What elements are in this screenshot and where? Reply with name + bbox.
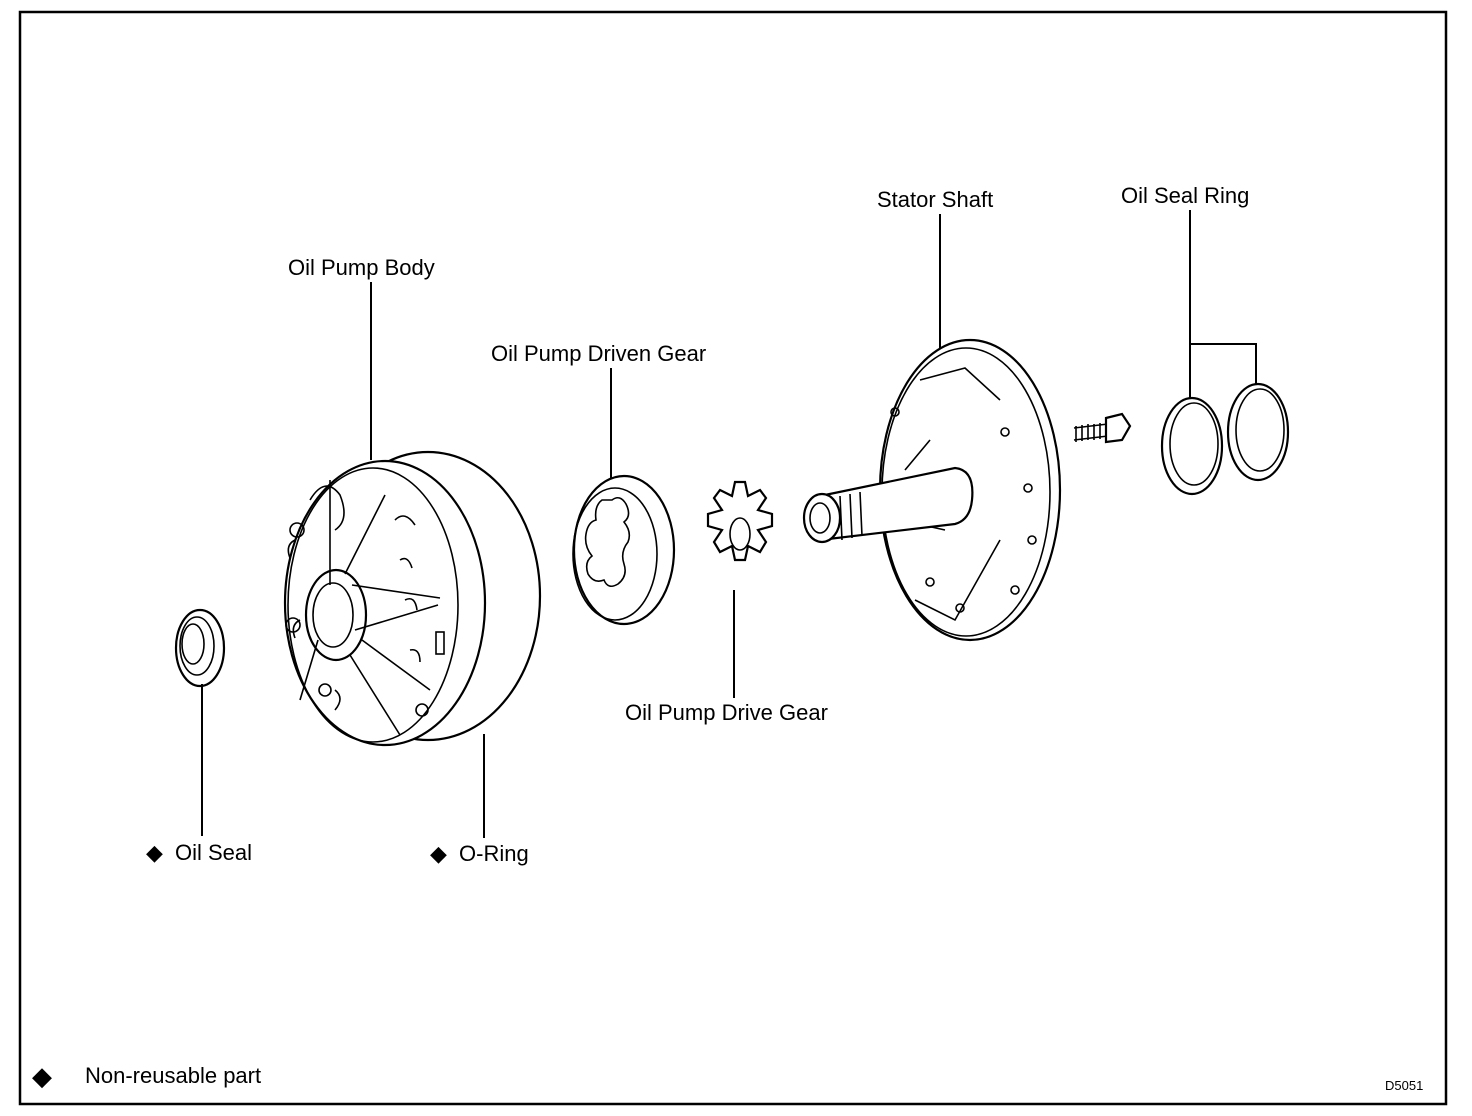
stator-shaft-part	[802, 338, 1062, 642]
non-reusable-marker: ◆	[146, 840, 163, 865]
stator-shaft-label: Stator Shaft	[877, 187, 993, 212]
oil-pump-driven-gear-label: Oil Pump Driven Gear	[491, 341, 706, 366]
oil-seal-label: Oil Seal	[175, 840, 252, 865]
oil-seal-part	[174, 608, 226, 688]
figure-code: D5051	[1385, 1078, 1423, 1093]
oil-pump-drive-gear-part	[706, 480, 774, 562]
legend-marker: ◆	[32, 1061, 52, 1091]
o-ring-label: O-Ring	[459, 841, 529, 866]
oil-seal-ring-leader	[1189, 210, 1257, 398]
oil-seal-ring-part	[1160, 382, 1290, 496]
oil-pump-body-label: Oil Pump Body	[288, 255, 435, 280]
oil-pump-body-part	[283, 450, 542, 747]
bolt-part	[1073, 412, 1132, 444]
legend-text: Non-reusable part	[85, 1063, 261, 1088]
page-frame	[18, 10, 1448, 1106]
oil-pump-driven-gear-part	[572, 474, 676, 626]
non-reusable-marker: ◆	[430, 841, 447, 866]
oil-seal-ring-label: Oil Seal Ring	[1121, 183, 1249, 208]
oil-pump-drive-gear-label: Oil Pump Drive Gear	[625, 700, 828, 725]
